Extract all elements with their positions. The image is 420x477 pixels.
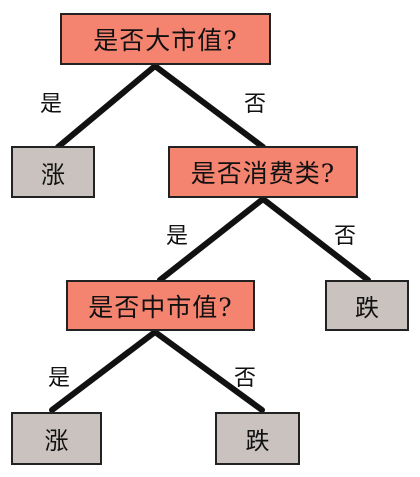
- leaf-rise-1: 涨: [11, 146, 95, 198]
- leaf-rise-2: 涨: [11, 412, 102, 465]
- edge-label-root-no: 否: [244, 92, 267, 117]
- edge-label-midcap-no: 否: [234, 366, 257, 391]
- edge-label-consumer-no: 否: [334, 224, 357, 249]
- edge-midcap-no-line: [152, 329, 265, 413]
- edge-consumer-no-line: [260, 196, 371, 283]
- edge-consumer-yes-line: [157, 196, 266, 283]
- node-mid-cap: 是否中市值?: [66, 280, 255, 331]
- node-consumer: 是否消费类?: [168, 146, 358, 198]
- edge-root-yes-line: [55, 63, 158, 150]
- edge-label-consumer-yes: 是: [166, 224, 189, 249]
- edge-label-midcap-yes: 是: [48, 366, 71, 391]
- leaf-fall-2: 跌: [215, 412, 300, 465]
- edge-root-no-line: [152, 63, 266, 150]
- leaf-fall-1: 跌: [325, 280, 409, 331]
- edge-midcap-yes-line: [49, 329, 158, 413]
- edge-label-root-yes: 是: [40, 92, 63, 117]
- node-root-large-cap: 是否大市值?: [60, 13, 271, 65]
